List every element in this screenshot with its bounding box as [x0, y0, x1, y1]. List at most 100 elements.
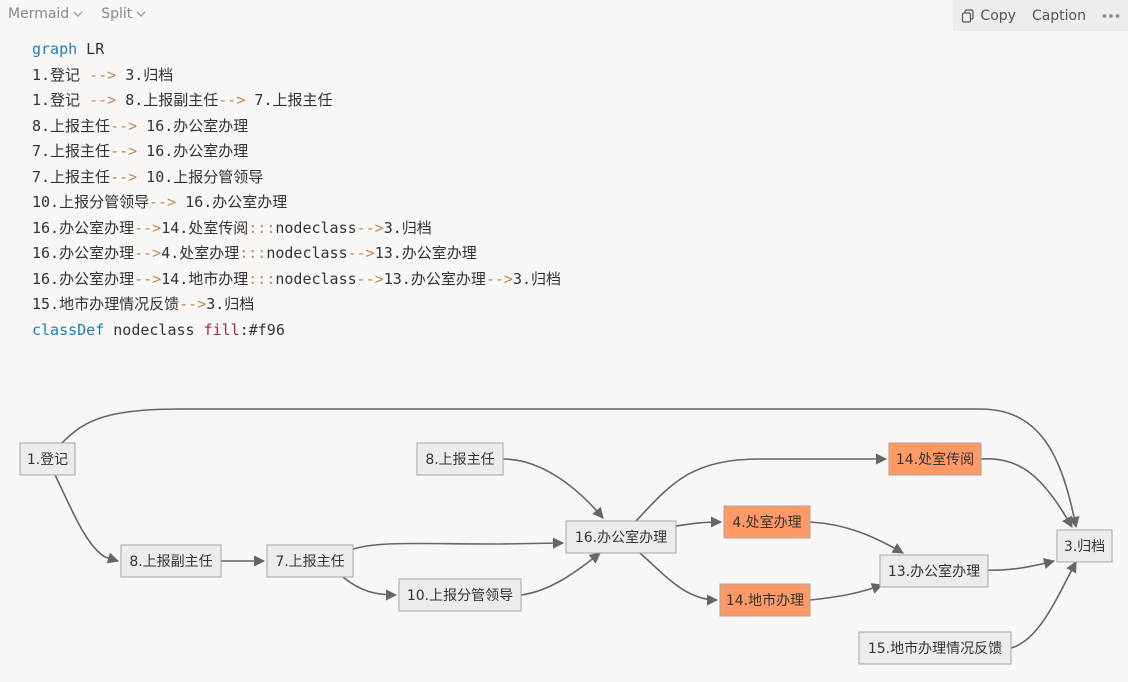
code-operator: --> — [485, 269, 513, 288]
code-operator: --> — [134, 218, 162, 237]
code-text: 16.办公室办理 — [32, 218, 135, 237]
flow-node-label: 3.归档 — [1064, 538, 1105, 555]
chevron-down-icon — [136, 11, 146, 17]
code-operator: --> — [89, 65, 117, 84]
code-line: 1.登记 --> 3.归档 — [32, 63, 561, 89]
code-text: 15.地市办理情况反馈 — [32, 295, 180, 313]
flow-node-box — [120, 544, 222, 578]
code-text: 16.办公室办理 — [176, 193, 288, 211]
language-dropdown[interactable]: Mermaid — [8, 6, 83, 22]
code-text: 16.办公室办理 — [32, 269, 135, 288]
flow-node-label: 14.地市办理 — [726, 592, 804, 609]
flow-edge-n14b-to-n13 — [809, 583, 884, 601]
flow-edge-n13-to-n3 — [987, 558, 1056, 571]
flow-node-box — [723, 505, 811, 539]
copy-button[interactable]: Copy — [953, 0, 1024, 31]
code-text: 13.办公室办理 — [374, 244, 477, 262]
code-line: 1.登记 --> 8.上报副主任--> 7.上报主任 — [32, 88, 561, 114]
code-line: 15.地市办理情况反馈-->3.归档 — [32, 292, 561, 318]
flow-node-label: 1.登记 — [27, 452, 68, 468]
flow-node-label: 10.上报分管领导 — [407, 588, 513, 604]
more-options-button[interactable] — [1094, 0, 1128, 31]
flow-edge-n7-to-n10 — [342, 576, 398, 601]
flow-node-n8b: 8.上报副主任 — [120, 544, 222, 578]
code-operator: --> — [149, 193, 177, 211]
code-operator: --> — [134, 244, 162, 262]
code-line: 10.上报分管领导--> 16.办公室办理 — [32, 190, 561, 216]
flow-node-box — [565, 520, 677, 554]
copy-label: Copy — [980, 7, 1016, 24]
flow-edge-n4-to-n13 — [809, 521, 904, 554]
code-block-toolbar: Mermaid Split Copy Caption — [0, 0, 1128, 32]
code-line: graph LR — [32, 37, 561, 63]
code-text: 13.办公室办理 — [383, 269, 486, 288]
code-operator: --> — [110, 167, 138, 186]
language-label: Mermaid — [8, 6, 70, 22]
code-text: 16.办公室办理 — [137, 142, 249, 160]
flow-node-label: 16.办公室办理 — [575, 529, 667, 546]
flow-edge-n16-to-n4 — [675, 516, 723, 528]
code-operator: --> — [110, 142, 138, 160]
flow-node-n15: 15.地市办理情况反馈 — [858, 631, 1012, 665]
flow-edge-n8-to-n16 — [502, 458, 604, 519]
flow-node-box — [858, 631, 1012, 665]
code-text: 3.归档 — [116, 65, 174, 84]
flow-node-box — [879, 554, 989, 588]
code-text: 7.上报主任 — [245, 91, 333, 109]
flow-node-n10: 10.上报分管领导 — [398, 578, 522, 612]
code-keyword: graph — [32, 40, 78, 58]
code-text: :#f96 — [239, 320, 285, 339]
caption-button[interactable]: Caption — [1024, 0, 1094, 31]
code-text: 3.归档 — [383, 218, 432, 237]
flow-node-label: 14.处室传阅 — [896, 451, 974, 468]
code-text: 7.上报主任 — [32, 142, 111, 160]
code-operator: --> — [110, 116, 138, 135]
code-line: 16.办公室办理-->4.处室办理:::nodeclass-->13.办公室办理 — [32, 241, 561, 267]
flow-node-n8: 8.上报主任 — [416, 442, 504, 476]
code-text: 4.处室办理 — [161, 244, 240, 262]
code-text: 16.办公室办理 — [137, 116, 249, 135]
flow-node-n16: 16.办公室办理 — [565, 520, 677, 554]
flow-node-box — [416, 442, 504, 476]
code-text: 16.办公室办理 — [32, 244, 135, 262]
flow-node-box — [1056, 529, 1113, 563]
flow-node-label: 8.上报主任 — [425, 452, 494, 468]
flow-edge-n7-to-n16 — [352, 537, 565, 550]
code-operator: --> — [179, 295, 207, 313]
code-text: nodeclass — [275, 218, 357, 237]
code-operator: --> — [356, 269, 384, 288]
code-operator: --> — [356, 218, 384, 237]
code-operator: --> — [134, 269, 162, 288]
flow-node-n14b: 14.地市办理 — [719, 583, 811, 617]
code-text: 10.上报分管领导 — [137, 167, 264, 186]
flow-edge-n15-to-n3 — [1010, 561, 1077, 649]
view-mode-dropdown[interactable]: Split — [101, 6, 146, 22]
copy-icon — [962, 8, 975, 23]
code-text: 1.登记 — [32, 65, 90, 84]
code-operator: --> — [89, 91, 117, 109]
code-text: 8.上报主任 — [32, 116, 111, 135]
flow-node-n4: 4.处室办理 — [723, 505, 811, 539]
flow-node-box — [19, 442, 76, 476]
code-line: 7.上报主任--> 10.上报分管领导 — [32, 165, 561, 191]
code-operator: --> — [347, 244, 375, 262]
flow-node-label: 13.办公室办理 — [888, 563, 980, 580]
flow-node-box — [266, 544, 354, 578]
code-line: 16.办公室办理-->14.地市办理:::nodeclass-->13.办公室办… — [32, 267, 561, 293]
flow-node-label: 8.上报副主任 — [129, 554, 212, 570]
flow-node-box — [888, 442, 982, 476]
flow-node-n3: 3.归档 — [1056, 529, 1113, 563]
flow-node-box — [719, 583, 811, 617]
code-operator: ::: — [239, 244, 267, 262]
flow-edge-n16-to-n14a — [635, 453, 888, 522]
flow-node-n13: 13.办公室办理 — [879, 554, 989, 588]
code-line: 7.上报主任--> 16.办公室办理 — [32, 139, 561, 165]
ellipsis-icon — [1102, 13, 1120, 18]
flow-node-label: 15.地市办理情况反馈 — [868, 640, 1002, 657]
flow-edge-n1-to-n8b — [54, 474, 120, 564]
flow-node-label: 4.处室办理 — [732, 514, 801, 531]
flow-edge-n14a-to-n3 — [980, 458, 1073, 528]
code-operator: --> — [218, 91, 246, 109]
